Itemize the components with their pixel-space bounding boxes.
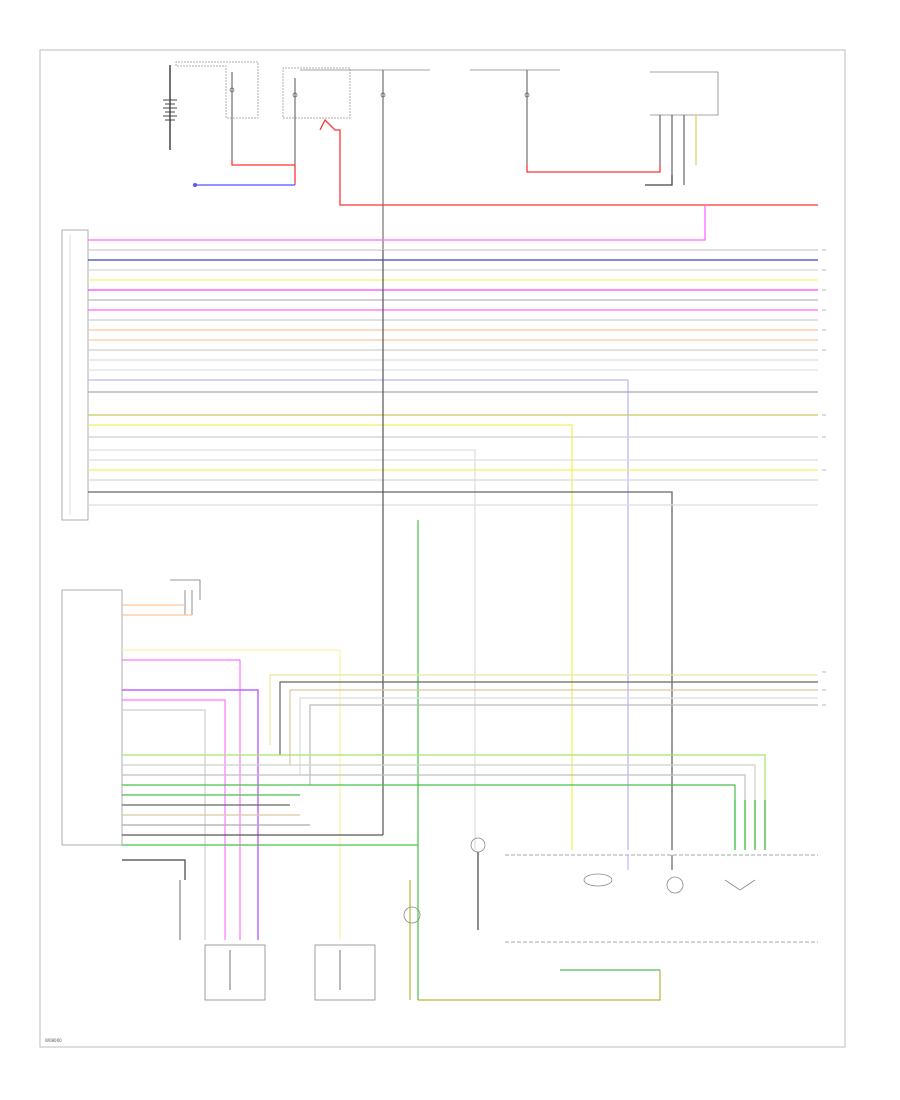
lower-harness-wires xyxy=(122,604,818,940)
diagram-frame xyxy=(39,49,846,1048)
sensor-boxes xyxy=(179,837,756,1001)
lower-control-module xyxy=(61,579,201,846)
corner-label: W08000 xyxy=(45,1038,62,1043)
main-connector-left xyxy=(61,229,89,521)
battery-fuse-section xyxy=(163,61,719,250)
right-edge-ticks xyxy=(822,249,826,706)
right-sensor-connector xyxy=(734,800,766,850)
bottom-ground-wires xyxy=(418,852,673,1001)
harness-wires-upper xyxy=(88,205,818,850)
power-feed-wires xyxy=(193,118,818,206)
section-dividers xyxy=(505,854,818,943)
vertical-trunk-wires xyxy=(382,250,419,1000)
